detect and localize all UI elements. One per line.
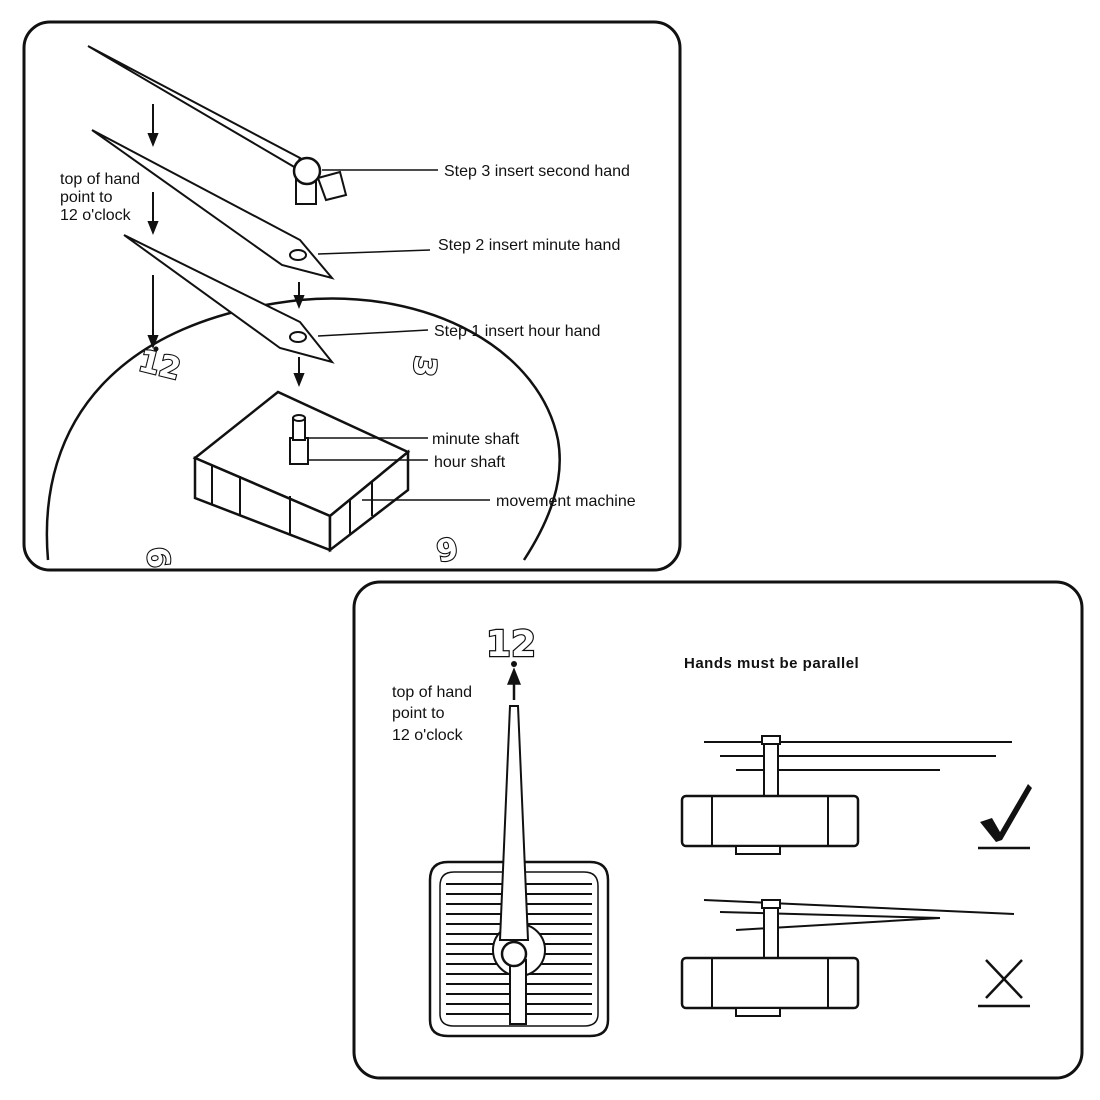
leader-step2 <box>317 249 431 255</box>
minute-hand <box>91 129 335 280</box>
label-hour-shaft: hour shaft <box>434 454 506 471</box>
twelve-label: 12 <box>486 624 536 665</box>
correct-example <box>680 735 1012 855</box>
label-movement-machine: movement machine <box>496 493 636 510</box>
twelve-dot <box>511 661 517 667</box>
bottom-note-line-2: point to <box>392 705 445 722</box>
bottom-panel-frame <box>352 580 1084 1080</box>
top-note-line-3: 12 o'clock <box>60 207 132 224</box>
top-panel-frame <box>22 20 682 572</box>
second-hand <box>87 45 348 205</box>
wrong-example <box>680 899 1015 1017</box>
leader-step1 <box>317 329 429 337</box>
check-icon <box>978 784 1032 850</box>
top-note-line-2: point to <box>60 189 113 206</box>
parallel-title: Hands must be parallel <box>684 655 859 672</box>
label-step3: Step 3 insert second hand <box>444 163 630 180</box>
dial-number-12: 12 <box>135 344 184 388</box>
top-note-line-1: top of hand <box>60 171 140 188</box>
hour-hand <box>123 234 335 364</box>
dial-number-9: 9 <box>142 545 179 569</box>
label-step2: Step 2 insert minute hand <box>438 237 620 254</box>
dial-number-3: 3 <box>405 354 442 378</box>
clock-dial-arc <box>45 297 561 561</box>
bottom-note-line-1: top of hand <box>392 684 472 701</box>
top-panel: 12 3 9 6 <box>22 20 682 572</box>
twelve-dot-top <box>153 346 159 352</box>
bottom-note-line-3: 12 o'clock <box>392 727 464 744</box>
vertical-hand <box>498 705 530 1025</box>
bottom-panel: 12 top of hand point to 12 o'clock <box>352 580 1084 1080</box>
movement-machine <box>192 390 411 553</box>
label-step1: Step 1 insert hour hand <box>434 323 600 340</box>
cross-icon <box>978 959 1030 1008</box>
label-minute-shaft: minute shaft <box>432 431 520 448</box>
dial-number-6: 6 <box>434 529 461 567</box>
